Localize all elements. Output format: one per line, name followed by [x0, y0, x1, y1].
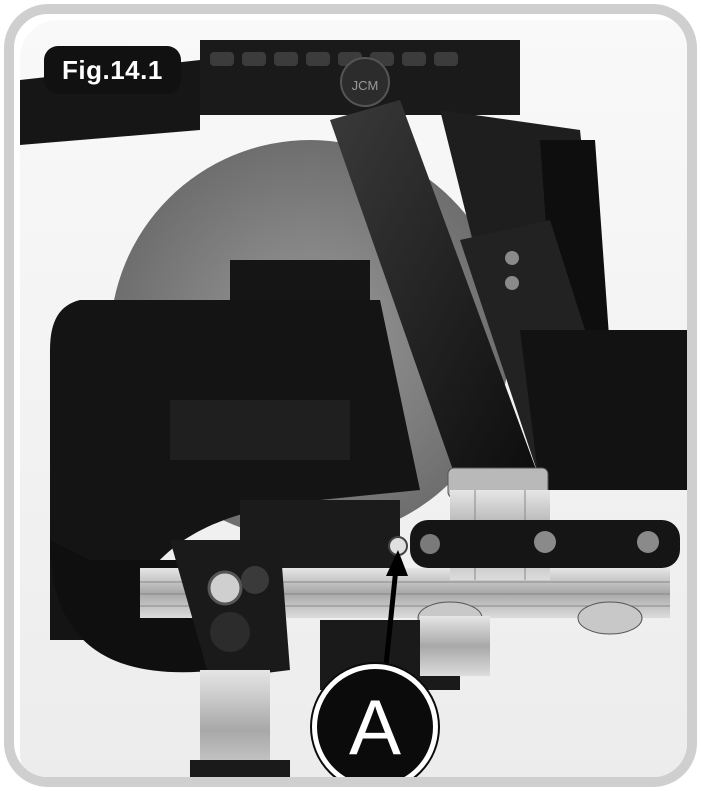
- bottom-post: [200, 670, 270, 777]
- main-housing: [50, 300, 420, 640]
- small-bracket: [230, 260, 370, 300]
- callout-arrow-line: [382, 567, 399, 676]
- right-body: [520, 330, 687, 490]
- callout-marker-a: A: [312, 664, 438, 777]
- figure-frame: JCM: [4, 4, 697, 787]
- logo-text: JCM: [352, 78, 379, 93]
- figure-label: Fig.14.1: [44, 46, 181, 94]
- callout-arrowhead: [386, 550, 408, 576]
- diagonal-arm: [330, 100, 540, 490]
- thumb-wheel-right: [577, 601, 643, 635]
- product-photo: JCM: [20, 20, 687, 777]
- jcm-knob: [340, 57, 390, 107]
